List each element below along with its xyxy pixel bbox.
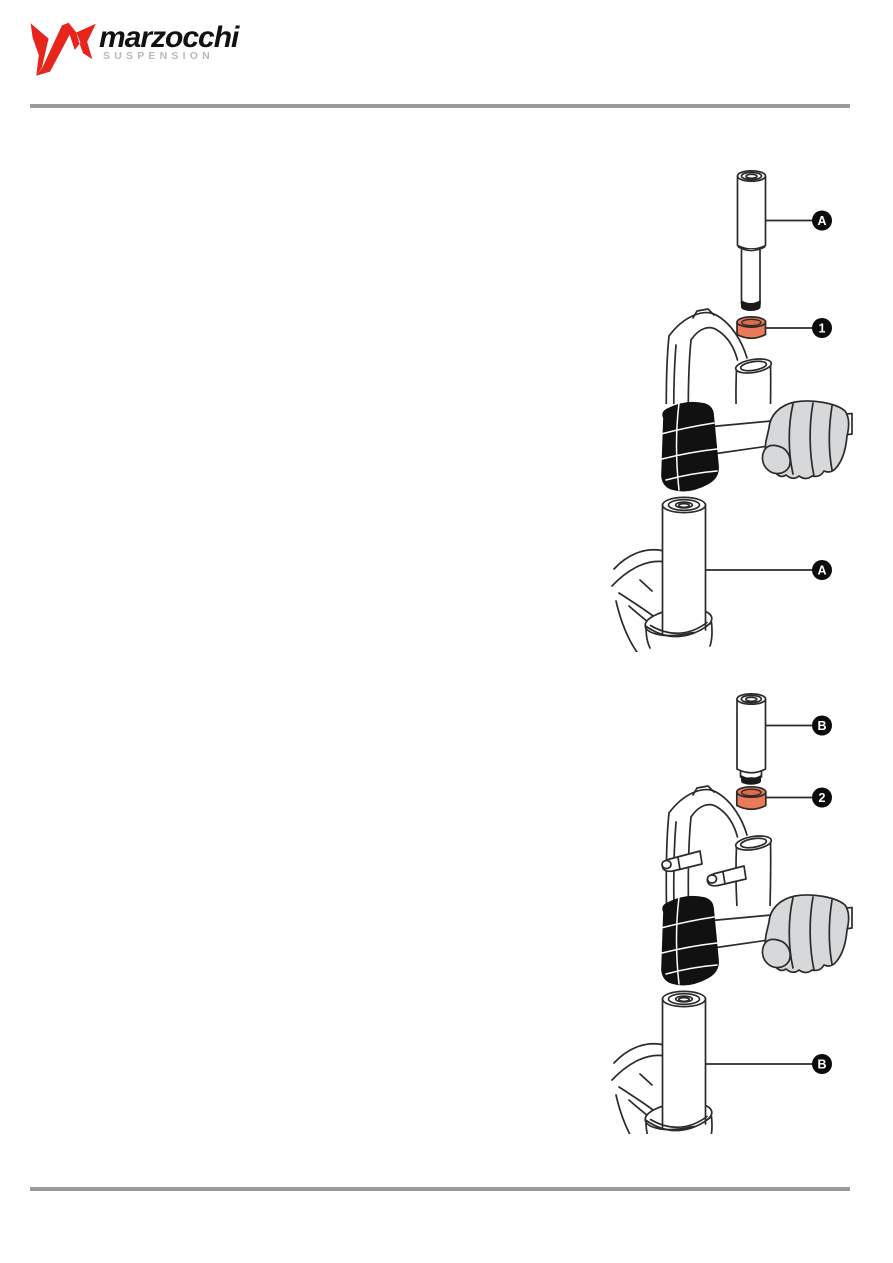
tool-a-top-rim	[740, 171, 763, 181]
tool-a-drawing	[736, 169, 767, 311]
tool-a-top-hole	[745, 173, 758, 180]
callout-part-2: 2	[766, 787, 832, 808]
tool-b-collar	[739, 770, 763, 778]
callout-tool-a: A	[765, 210, 832, 231]
callout-1-badge	[812, 318, 832, 338]
brand-name: marzocchi	[99, 21, 239, 54]
callout-tool-b: B	[765, 715, 832, 736]
footer-rule	[30, 1187, 850, 1191]
tool-b-tip	[741, 777, 761, 785]
callout-a-label: A	[817, 214, 826, 228]
brake-post-tip	[706, 874, 718, 884]
m-mark-shape	[30, 22, 96, 76]
brake-post-tip	[661, 859, 672, 870]
figure-mallet-driving-tool-a: A	[611, 400, 853, 652]
callout-b-label: B	[817, 719, 826, 733]
brand-logo: marzocchi SUSPENSION	[0, 0, 300, 100]
callout-a-badge	[812, 210, 832, 231]
seal-1-drawing	[736, 316, 767, 340]
brake-posts	[661, 850, 747, 887]
figure-seal-driver-b-with-seal-2: B 2	[661, 692, 832, 906]
callout-1-label: 1	[819, 322, 826, 336]
callout-b-badge	[812, 715, 832, 736]
tool-a-tip	[741, 303, 761, 311]
seal-2-opening	[740, 788, 762, 797]
callout-tool-b: B	[705, 1054, 832, 1074]
callout-a-label: A	[817, 564, 826, 578]
tool-a-neck	[740, 249, 761, 305]
header-rule	[30, 104, 850, 108]
figure-seal-driver-a-with-seal-1: A 1	[665, 169, 832, 404]
tool-b-top-hole	[744, 696, 758, 703]
callout-b-badge	[812, 1054, 832, 1074]
tool-b-drawing	[736, 692, 767, 785]
marzocchi-m-icon	[30, 22, 96, 76]
callout-a-badge	[812, 560, 832, 580]
brand-subtitle: SUSPENSION	[103, 50, 214, 62]
callout-b-label: B	[817, 1058, 826, 1072]
tool-b-top-rim	[740, 694, 763, 704]
tool-a-neck-mask	[741, 249, 760, 304]
figure-mallet-driving-tool-b: B	[611, 894, 853, 1134]
brake-post-band	[722, 871, 726, 885]
tool-b-barrel	[736, 698, 767, 774]
tool-a-barrel	[736, 175, 767, 250]
callout-2-badge	[812, 787, 832, 808]
seal-1-opening	[741, 318, 762, 327]
brake-post-band	[677, 856, 681, 871]
callout-part-1: 1	[765, 318, 832, 338]
tool-a-shoulder	[737, 246, 766, 252]
callout-2-label: 2	[819, 791, 826, 805]
callout-tool-a: A	[705, 560, 832, 580]
seal-2-drawing	[735, 785, 767, 811]
